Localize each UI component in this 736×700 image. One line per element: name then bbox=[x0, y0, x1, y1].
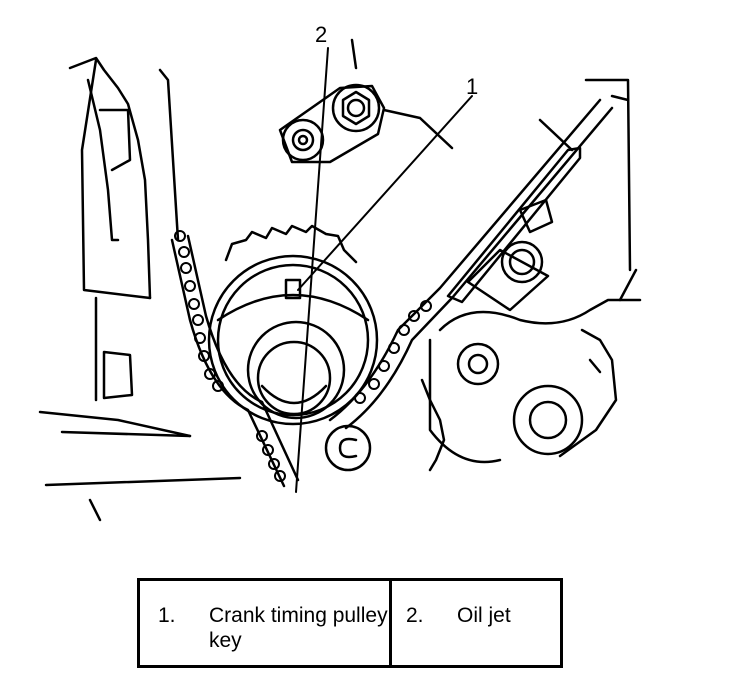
legend-label: Oil jet bbox=[457, 604, 511, 627]
engine-block-right bbox=[324, 268, 642, 472]
timing-chain bbox=[170, 98, 614, 488]
leader-lines bbox=[295, 47, 473, 493]
oil-jet bbox=[278, 38, 454, 164]
legend-item-1: 1. Crank timing pulley key bbox=[140, 581, 392, 665]
chain-tensioner bbox=[446, 78, 632, 312]
legend-number: 1. bbox=[158, 604, 176, 627]
legend-item-2: 2. Oil jet bbox=[392, 581, 637, 665]
engine-block-left bbox=[38, 56, 242, 522]
legend-table: 1. Crank timing pulley key 2. Oil jet bbox=[137, 578, 563, 668]
legend-number: 2. bbox=[406, 604, 424, 627]
callout-2: 2 bbox=[315, 22, 328, 47]
crank-timing-pulley bbox=[207, 224, 379, 426]
callout-1: 1 bbox=[466, 74, 479, 99]
engine-timing-drawing bbox=[38, 38, 642, 522]
legend-label: Crank timing pulley key bbox=[209, 604, 388, 652]
